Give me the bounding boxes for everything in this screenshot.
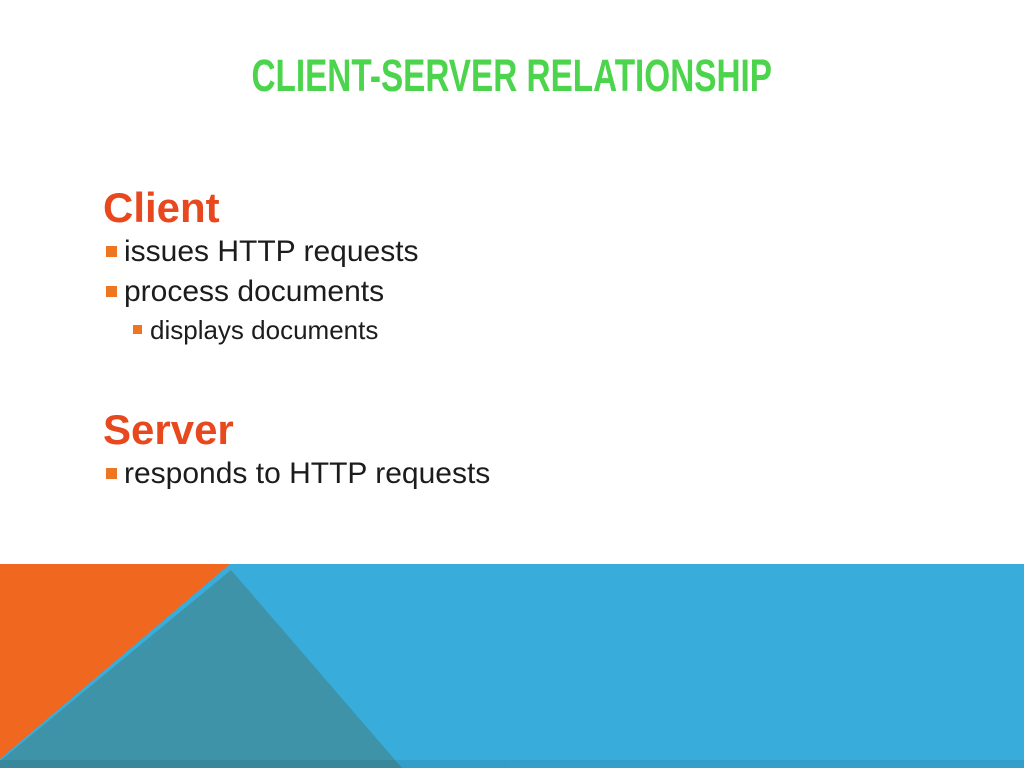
band-bottom-shade-strip [0, 760, 1024, 768]
section-client: Client issues HTTP requests process docu… [103, 186, 984, 348]
bullet-square-icon [106, 468, 117, 479]
band-teal-triangle-shape [0, 570, 402, 768]
band-orange-triangle-shape [0, 564, 230, 759]
client-bullet-list: issues HTTP requests process documents d… [103, 232, 984, 348]
bullet-text: responds to HTTP requests [124, 457, 491, 490]
bullet-text: process documents [124, 275, 385, 308]
slide-body: Client issues HTTP requests process docu… [103, 186, 984, 494]
list-item: responds to HTTP requests [103, 454, 984, 494]
section-heading-server: Server [103, 406, 234, 453]
slide-title-area: CLIENT-SERVER RELATIONSHIP [0, 50, 1024, 102]
bullet-text: displays documents [150, 315, 379, 345]
bullet-square-icon [106, 286, 117, 297]
bullet-square-icon [106, 246, 117, 257]
bullet-text: issues HTTP requests [124, 235, 419, 268]
footer-band-graphic [0, 564, 1024, 768]
section-heading-client: Client [103, 184, 220, 231]
bullet-square-icon [133, 325, 142, 334]
slide-title: CLIENT-SERVER RELATIONSHIP [251, 50, 773, 101]
server-bullet-list: responds to HTTP requests [103, 454, 984, 494]
decorative-footer-band [0, 564, 1024, 768]
list-item: issues HTTP requests [103, 232, 984, 272]
section-server: Server responds to HTTP requests [103, 408, 984, 494]
list-item: process documents [103, 272, 984, 312]
list-item: displays documents [103, 312, 984, 348]
